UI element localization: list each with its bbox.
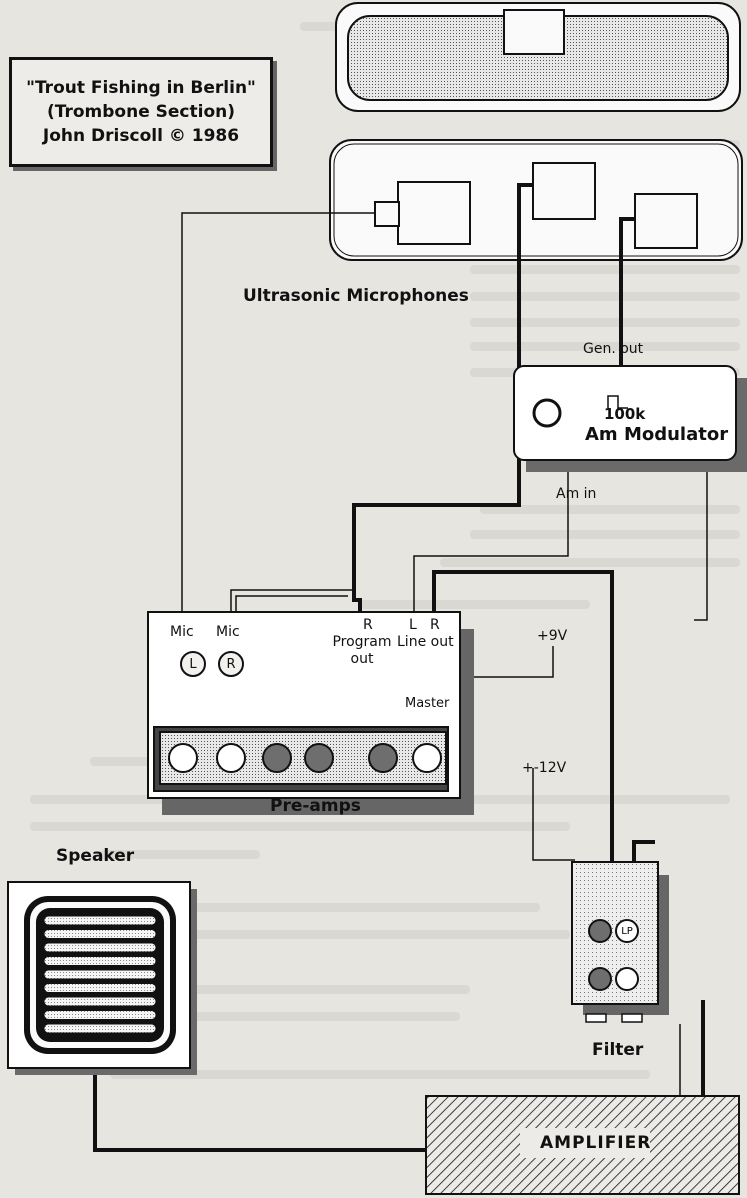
frequency-label: 100k [604,405,646,423]
preamps-label: Pre-amps [270,796,361,816]
master-label: Master [405,696,450,711]
filter-knob-1[interactable] [588,919,612,943]
mic-housing-top [335,2,741,112]
preamp-knob-5[interactable] [368,743,398,773]
preamp-master-knob[interactable] [412,743,442,773]
title-box: "Trout Fishing in Berlin" (Trombone Sect… [9,57,273,167]
filter-box [571,861,669,1023]
ultrasonic-microphones-label: Ultrasonic Microphones [243,286,469,306]
preamps-box [147,611,474,815]
program-out-label: Program out [332,634,392,667]
mic-left-label: Mic [170,624,194,640]
line-out-label: Line out [397,634,454,650]
speaker-slat [43,956,157,966]
filter-knob-2[interactable] [588,967,612,991]
speaker-slat [43,915,157,926]
filter-label: Filter [592,1040,644,1060]
am-modulator-label: Am Modulator [585,424,729,445]
program-r-label: R [363,617,373,633]
title-line-1: "Trout Fishing in Berlin" [26,78,256,98]
mic-r-knob[interactable]: R [218,651,244,677]
speaker-slat [43,1010,157,1020]
plus-minus-12v-label: +-12V [522,760,567,776]
speaker-slat [43,1023,157,1034]
am-in-label: Am in [556,486,597,502]
amplifier-box [425,1095,740,1195]
speaker-slat [43,929,157,939]
preamp-knob-2[interactable] [216,743,246,773]
speaker-slat [43,983,157,993]
mic-l-knob[interactable]: L [180,651,206,677]
speaker-slat [43,969,157,980]
speaker-grille [43,915,157,1034]
line-l-label: L [409,617,417,633]
filter-knob-3[interactable] [615,967,639,991]
amplifier-label: AMPLIFIER [540,1133,652,1153]
gen-out-label: Gen. out [583,341,644,357]
plus-9v-label: +9V [537,628,568,644]
mic-housing-bottom [329,139,743,261]
filter-lp-knob[interactable]: LP [615,919,639,943]
mic-right-label: Mic [216,624,240,640]
speaker-label: Speaker [56,846,135,866]
preamp-knob-4[interactable] [304,743,334,773]
speaker-slat [43,942,157,953]
preamp-knob-1[interactable] [168,743,198,773]
am-modulator-box [513,365,747,472]
title-line-2: (Trombone Section) [46,102,236,122]
preamp-knob-3[interactable] [262,743,292,773]
line-r-label: R [430,617,440,633]
title-line-3: John Driscoll © 1986 [42,126,240,146]
speaker-slat [43,996,157,1007]
